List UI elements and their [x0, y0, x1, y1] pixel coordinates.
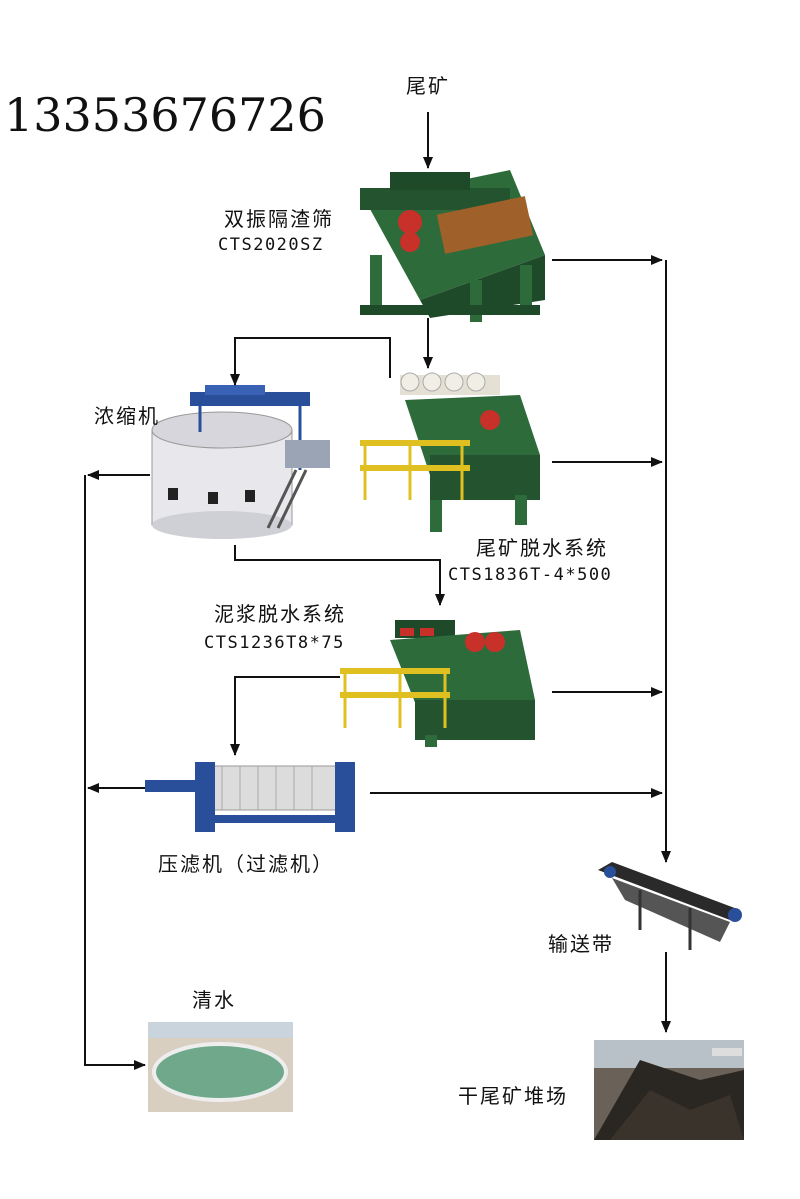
thickener-name: 浓缩机: [94, 404, 160, 428]
screen-model: CTS2020SZ: [218, 235, 324, 255]
dry-yard-name: 干尾矿堆场: [458, 1084, 568, 1108]
tailings-inlet-label: 尾矿: [406, 74, 450, 98]
arrow-thickener-to-mud: [234, 545, 445, 606]
filter-press-illustration: [145, 762, 355, 832]
tail-dewater-model: CTS1836T-4*500: [448, 565, 613, 585]
clear-water-name: 清水: [192, 988, 236, 1012]
thickener-illustration: [151, 385, 330, 539]
mud-dewater-model: CTS1236T8*75: [204, 633, 345, 653]
phone-number: 13353676726: [4, 88, 326, 142]
clear-water-pond-illustration: [148, 1022, 293, 1112]
tail-dewater-name: 尾矿脱水系统: [476, 536, 608, 560]
screen-machine-illustration: [360, 170, 545, 322]
conveyor-name: 输送带: [548, 932, 614, 956]
filter-press-name: 压滤机（过滤机）: [158, 852, 334, 876]
conveyor-illustration: [598, 862, 742, 950]
mud-dewater-illustration: [340, 620, 535, 747]
dry-yard-illustration: [594, 1040, 744, 1140]
arrow-return-to-water: [84, 475, 146, 1070]
screen-name: 双振隔渣筛: [224, 207, 334, 231]
arrow-dewater-to-thickener: [230, 337, 391, 386]
tail-dewater-illustration: [360, 372, 540, 532]
mud-dewater-name: 泥浆脱水系统: [214, 602, 346, 626]
arrow-mud-to-filter: [230, 676, 340, 756]
